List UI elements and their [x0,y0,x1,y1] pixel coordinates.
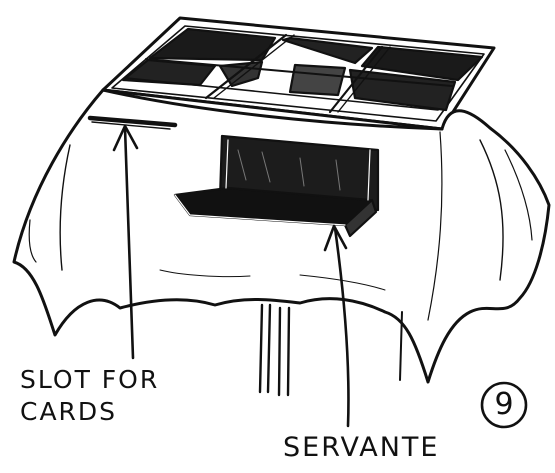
figure-number: 9 [479,380,529,430]
servante-label: SERVANTE [283,432,439,463]
slot-label-line1: SLOT FOR [20,364,159,396]
slot-label-line2: CARDS [20,396,159,428]
table-cloth [14,90,549,382]
table-legs [260,305,402,395]
slot-for-cards-label: SLOT FOR CARDS [20,364,159,428]
